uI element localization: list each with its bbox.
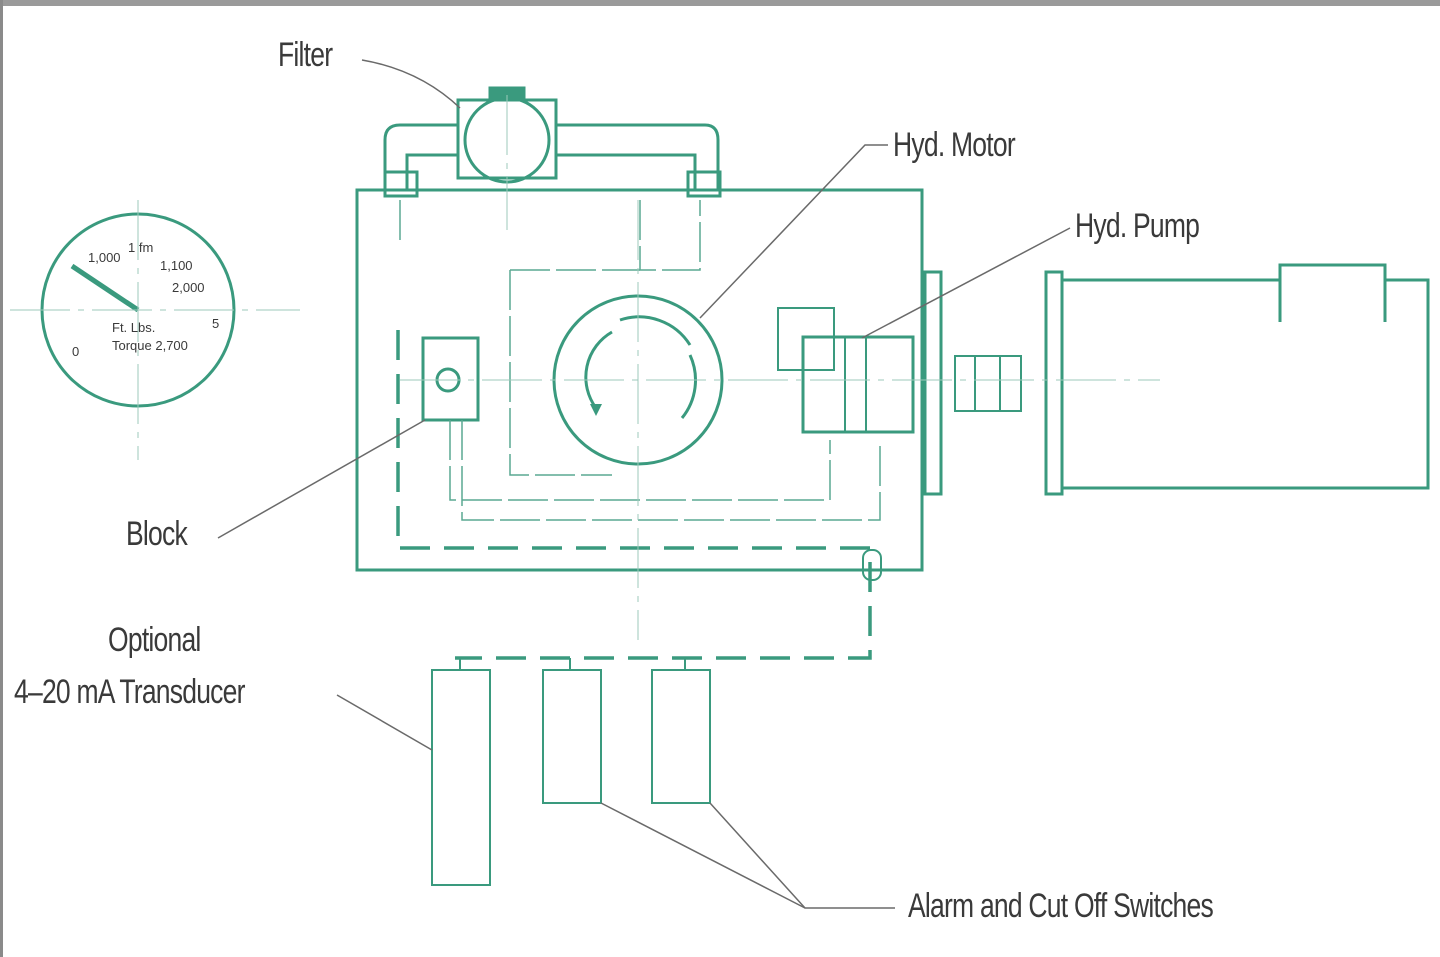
label-hyd-pump: Hyd. Pump	[1075, 207, 1200, 245]
filter-pipe-outer	[383, 123, 720, 190]
leader-switch-2	[709, 802, 895, 909]
leader-filter	[361, 59, 461, 109]
motor-mount-flange	[1044, 270, 1064, 496]
gauge-label-1100: 1,100	[160, 258, 193, 273]
sensor-fitting	[862, 549, 882, 581]
label-switches: Alarm and Cut Off Switches	[908, 887, 1214, 925]
switch-box-1	[542, 669, 602, 804]
leader-block	[217, 419, 426, 539]
sensor-dashed-line	[396, 330, 872, 660]
label-block: Block	[126, 515, 188, 553]
gauge-label-2000: 2,000	[172, 280, 205, 295]
gauge-label-five: 5	[212, 316, 219, 331]
leader-hyd-pump	[861, 227, 1071, 339]
gauge-label-1000: 1,000	[88, 250, 121, 265]
label-optional: Optional	[108, 621, 201, 659]
hyd-pump	[801, 335, 915, 434]
label-filter: Filter	[278, 36, 333, 74]
label-transducer: 4–20 mA Transducer	[14, 673, 245, 711]
block	[421, 336, 480, 422]
motor-rotation-arrow-left	[584, 330, 613, 409]
switch-box-2	[651, 669, 711, 804]
gauge-needle	[70, 263, 140, 313]
frame-left-border	[0, 0, 3, 957]
gauge-label-unit: Ft. Lbs.	[112, 320, 155, 335]
leader-transducer	[336, 694, 433, 751]
filter-left-fitting	[383, 170, 419, 198]
gauge-label-torque: Torque 2,700	[112, 338, 188, 353]
filter-right-fitting	[686, 170, 722, 198]
label-hyd-motor: Hyd. Motor	[893, 126, 1016, 164]
filter-pipe-inner	[405, 153, 697, 190]
pump-small-box	[777, 307, 835, 371]
transducer-box	[431, 669, 491, 886]
gauge-label-top: 1 fm	[128, 240, 153, 255]
pump-mount-flange	[923, 270, 943, 496]
electric-motor	[1062, 263, 1430, 490]
coupling	[954, 355, 1022, 412]
leader-hyd-motor	[699, 144, 888, 319]
gauge-label-zero: 0	[72, 344, 79, 359]
leader-switch-1	[600, 802, 806, 909]
frame-top-border	[0, 0, 1440, 6]
motor-rotation-arrow-right	[619, 315, 697, 419]
